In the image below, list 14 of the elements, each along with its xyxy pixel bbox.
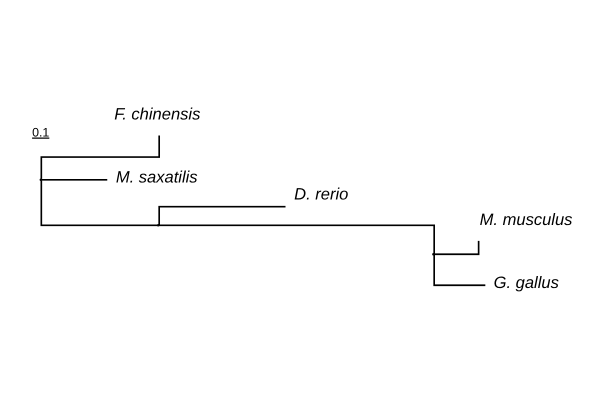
node-text: G. gallus [494, 272, 559, 292]
node-point [156, 224, 160, 226]
node-text: M. saxatilis [116, 167, 198, 186]
label: 0.1 [32, 124, 50, 139]
node-text: F. chinensis [114, 104, 200, 124]
connector [40, 180, 158, 226]
node-point [432, 252, 435, 255]
node-point [40, 178, 42, 181]
node-text: D. rerio [294, 184, 348, 203]
connector [158, 205, 286, 225]
connector [42, 178, 108, 180]
node-text: M. musculus [480, 210, 572, 229]
connector [40, 134, 160, 178]
connector [433, 254, 486, 286]
